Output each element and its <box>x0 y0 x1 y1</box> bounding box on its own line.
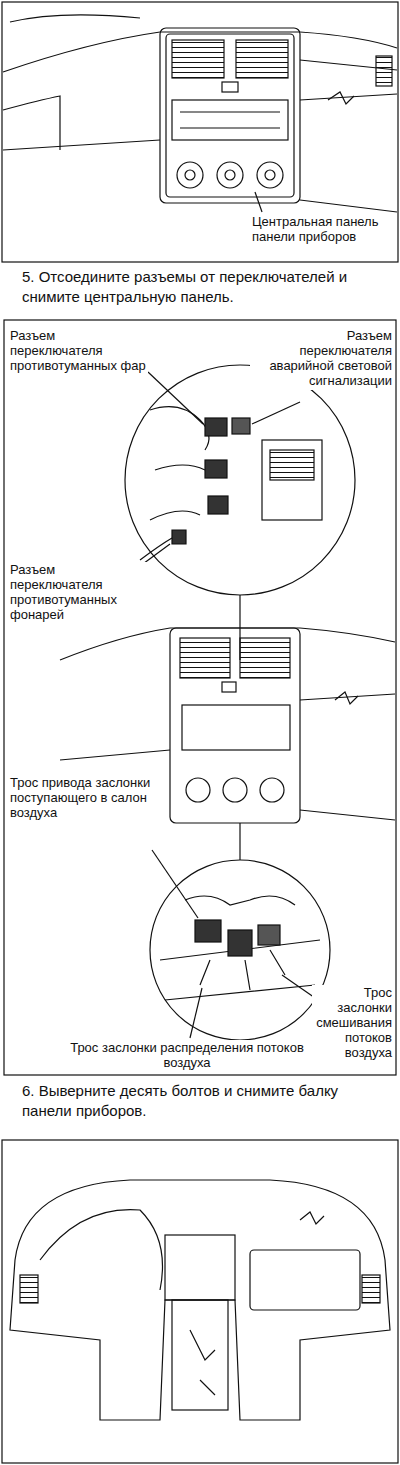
step-text: 5. Отсоедините разъемы от переключателей… <box>20 266 390 309</box>
part-label: Трос привода заслонки поступающего в сал… <box>8 775 158 822</box>
part-label: Разъем переключателя противотуманных фон… <box>8 562 148 624</box>
figure-frame <box>2 1140 398 1463</box>
part-label: Разъем переключателя противотуманных фар <box>8 328 148 375</box>
dashboard-beam <box>10 1180 390 1420</box>
part-label: Трос заслонки смешивания потоков воздуха <box>312 985 394 1062</box>
cable-detail <box>150 850 330 1040</box>
part-label: Центральная панель панели приборов <box>250 214 396 246</box>
step-text: 6. Выверните десять болтов и снимите бал… <box>20 1080 390 1123</box>
part-label: Разъем переключателя аварийной световой … <box>250 328 394 390</box>
connector-detail <box>125 365 355 660</box>
figure-frame <box>4 320 396 1075</box>
dashboard-center <box>60 628 395 860</box>
dashboard-center <box>3 15 397 212</box>
figure-frame <box>2 2 398 262</box>
part-label: Трос заслонки распределения потоков возд… <box>62 1040 312 1072</box>
